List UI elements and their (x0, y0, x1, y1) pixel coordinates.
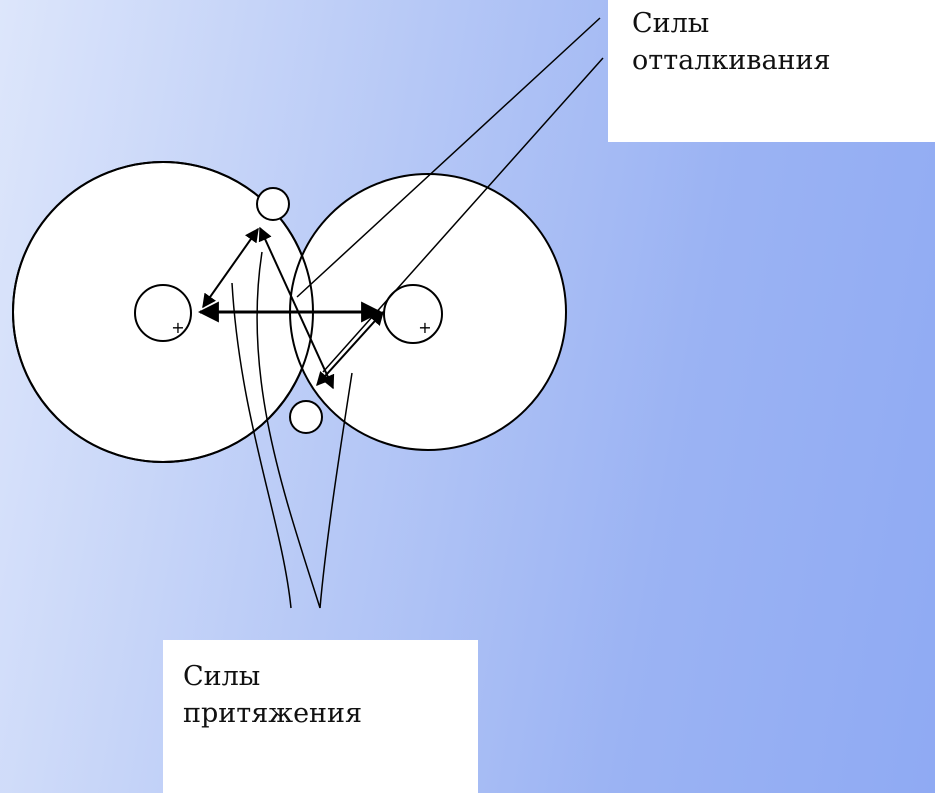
arrow-attraction-right-nucleus-bottom-electron (316, 310, 384, 387)
repulsion-label-line2: отталкивания (632, 45, 831, 76)
attraction-label-line2: притяжения (183, 698, 363, 729)
attraction-leader-line-2 (256, 251, 321, 609)
repulsion-forces-label: Силы отталкивания (608, 0, 935, 142)
repulsion-leader-line-2 (322, 57, 604, 373)
attraction-leader-line-3 (319, 372, 353, 609)
nucleus-right-charge: + (418, 318, 431, 337)
nucleus-left (134, 284, 192, 342)
electron-top (256, 187, 290, 221)
attraction-forces-label: Силы притяжения (163, 640, 478, 793)
nucleus-left-charge: + (171, 318, 184, 337)
repulsion-label-line1: Силы (632, 8, 710, 39)
attraction-leader-line-1 (231, 282, 292, 609)
electron-bottom (289, 400, 323, 434)
attraction-label-line1: Силы (183, 661, 261, 692)
arrow-attraction-left-nucleus-top-electron (202, 227, 259, 309)
repulsion-leader-line-1 (296, 17, 601, 298)
nucleus-right (383, 284, 443, 344)
